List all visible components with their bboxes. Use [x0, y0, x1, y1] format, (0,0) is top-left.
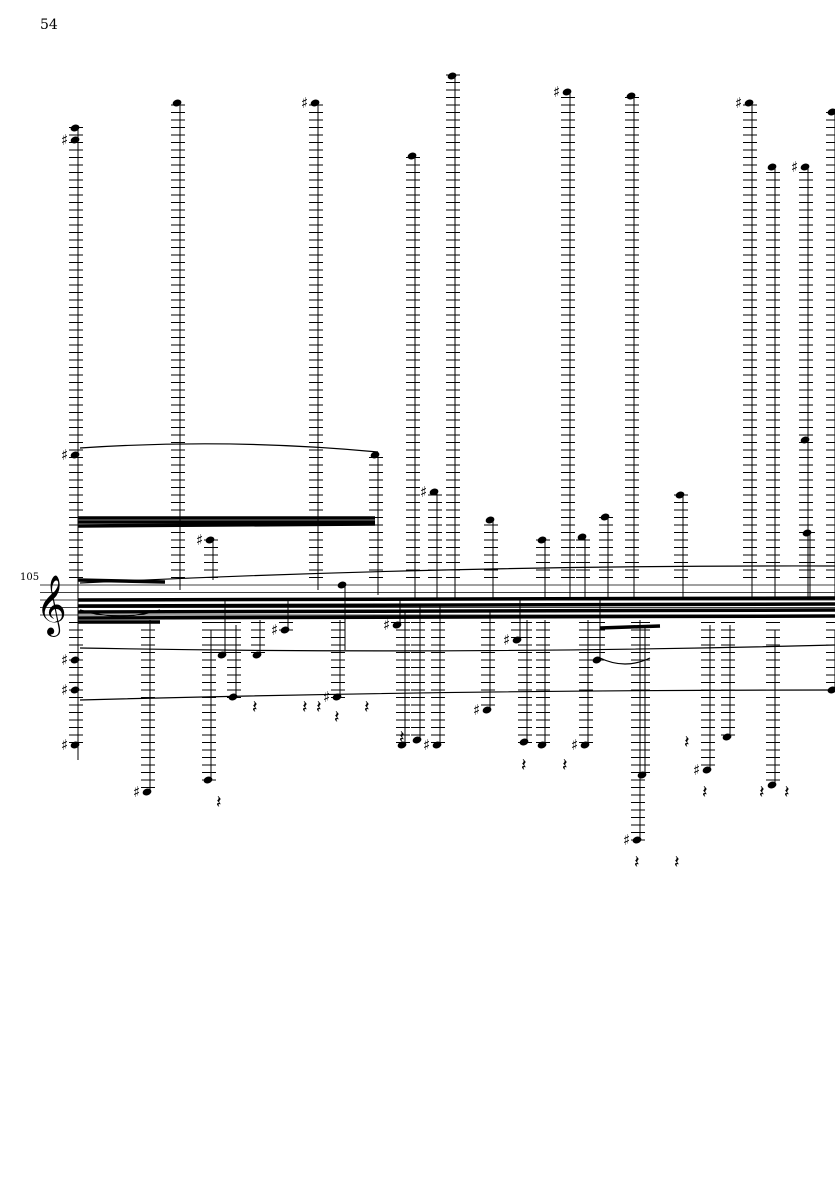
slur	[79, 565, 835, 584]
notes: ♯ ♯ ♯ ♯ ♯ ♯ ♯ ♯ ♯ ♯ ♯ ♯ ♯ ♯ ♯ ♯ ♯ ♯ ♯ ♯ ♯	[61, 72, 835, 849]
notehead	[722, 733, 732, 741]
quarter-rest-icon: 𝄽	[521, 755, 527, 776]
beam	[77, 596, 835, 602]
beam	[77, 614, 835, 620]
notehead	[800, 163, 810, 171]
quarter-rest-icon: 𝄽	[316, 697, 322, 718]
notehead	[767, 781, 777, 789]
notehead	[310, 99, 320, 107]
notehead	[482, 706, 492, 714]
quarter-rest-icon: 𝄽	[684, 732, 690, 753]
quarter-rest-icon: 𝄽	[399, 727, 405, 748]
slur	[599, 657, 651, 665]
notehead	[637, 771, 647, 779]
notehead	[485, 516, 495, 524]
quarter-rest-icon: 𝄽	[702, 782, 708, 803]
sharp-icon: ♯	[693, 761, 700, 779]
sharp-icon: ♯	[61, 736, 68, 754]
beam	[599, 624, 661, 630]
notehead	[142, 788, 152, 796]
sharp-icon: ♯	[420, 483, 427, 501]
notehead	[217, 651, 227, 659]
quarter-rest-icon: 𝄽	[302, 697, 308, 718]
slurs	[79, 443, 835, 701]
notehead	[370, 451, 380, 459]
beam	[77, 602, 835, 608]
notehead	[70, 136, 80, 144]
sharp-icon: ♯	[61, 446, 68, 464]
notehead	[800, 436, 810, 444]
sharp-icon: ♯	[623, 831, 630, 849]
sharp-icon: ♯	[61, 651, 68, 669]
notehead	[412, 736, 422, 744]
notehead	[626, 92, 636, 100]
quarter-rest-icon: 𝄽	[784, 782, 790, 803]
notehead	[744, 99, 754, 107]
quarter-rest-icon: 𝄽	[252, 697, 258, 718]
sharp-icon: ♯	[301, 94, 308, 112]
notehead	[562, 88, 572, 96]
quarter-rest-icon: 𝄽	[674, 852, 680, 873]
page-number: 54	[40, 17, 58, 33]
slur	[79, 609, 161, 617]
notehead	[447, 72, 457, 80]
sharp-icon: ♯	[61, 681, 68, 699]
quarter-rest-icon: 𝄽	[759, 782, 765, 803]
notehead	[577, 533, 587, 541]
measure-number: 105	[20, 572, 40, 583]
sharp-icon: ♯	[571, 736, 578, 754]
rests: 𝄽 𝄽 𝄽 𝄽 𝄽 𝄽 𝄽 𝄽 𝄽 𝄽 𝄽 𝄽 𝄽 𝄽 𝄽	[216, 697, 790, 873]
slur	[79, 689, 835, 701]
sharp-icon: ♯	[383, 616, 390, 634]
quarter-rest-icon: 𝄽	[562, 755, 568, 776]
quarter-rest-icon: 𝄽	[334, 707, 340, 728]
notehead	[767, 163, 777, 171]
notehead	[337, 581, 347, 589]
sharp-icon: ♯	[61, 131, 68, 149]
sharp-icon: ♯	[196, 531, 203, 549]
beams	[77, 516, 835, 630]
quarter-rest-icon: 𝄽	[216, 792, 222, 813]
sharp-icon: ♯	[323, 688, 330, 706]
sharp-icon: ♯	[133, 783, 140, 801]
beam	[77, 608, 835, 614]
notehead	[512, 636, 522, 644]
sharp-icon: ♯	[271, 621, 278, 639]
sharp-icon: ♯	[553, 83, 560, 101]
notehead	[70, 741, 80, 749]
sharp-icon: ♯	[423, 736, 430, 754]
treble-clef-icon: 𝄞	[36, 575, 67, 637]
quarter-rest-icon: 𝄽	[634, 852, 640, 873]
slur	[79, 443, 379, 453]
quarter-rest-icon: 𝄽	[364, 697, 370, 718]
notehead	[392, 621, 402, 629]
notehead	[429, 488, 439, 496]
notehead	[252, 651, 262, 659]
notehead	[397, 741, 407, 749]
beam	[77, 522, 376, 528]
notehead	[580, 741, 590, 749]
notehead	[702, 766, 712, 774]
sharp-icon: ♯	[473, 701, 480, 719]
notehead	[432, 741, 442, 749]
sharp-icon: ♯	[791, 158, 798, 176]
sharp-icon: ♯	[735, 94, 742, 112]
slur	[79, 644, 835, 652]
notehead	[537, 741, 547, 749]
notehead	[172, 99, 182, 107]
notehead	[70, 451, 80, 459]
sharp-icon: ♯	[503, 631, 510, 649]
notehead	[407, 152, 417, 160]
